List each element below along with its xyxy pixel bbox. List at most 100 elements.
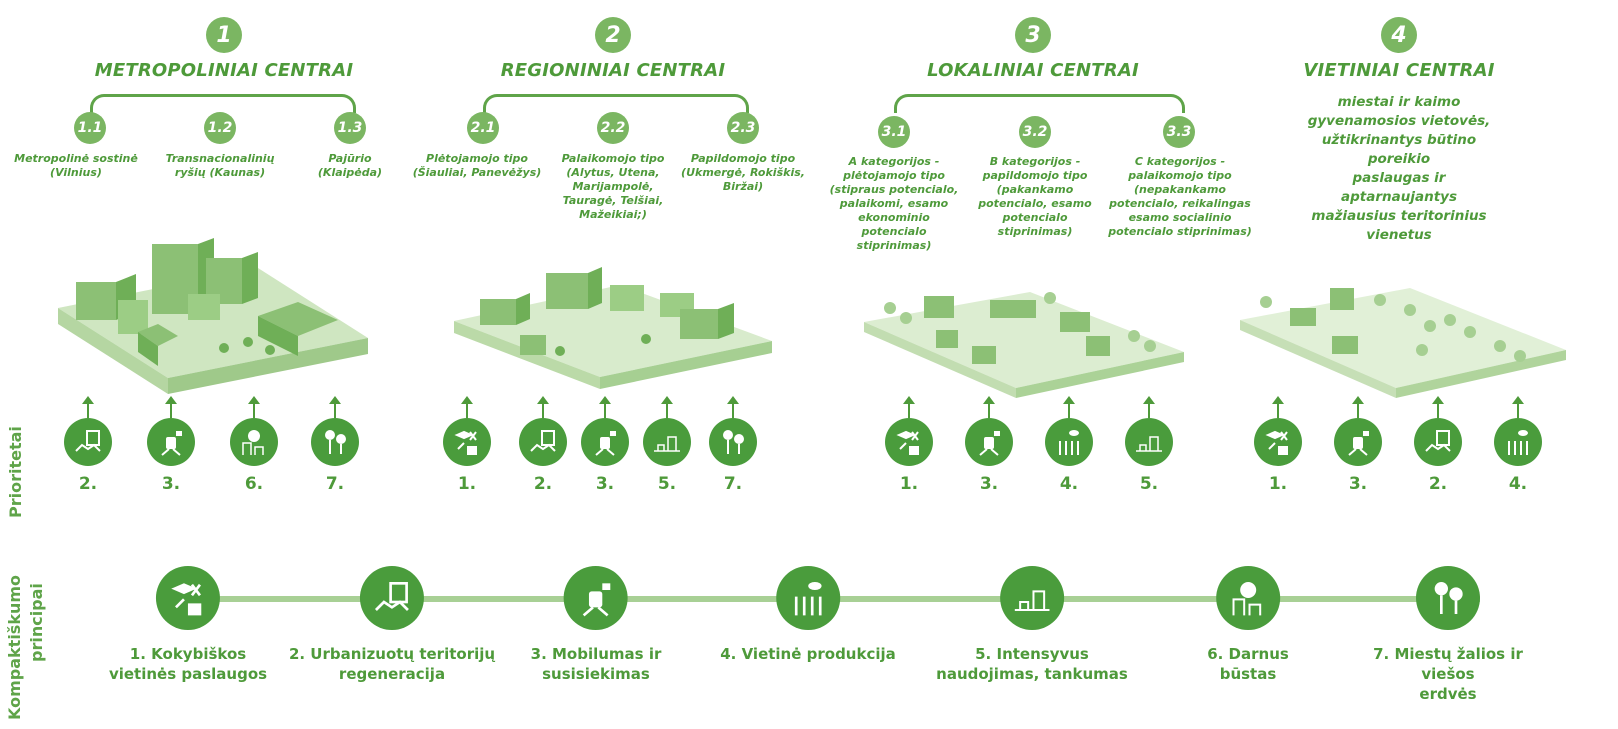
up-arrow-icon [229,396,279,418]
principle-item: 4. Vietinė produkcija [720,566,896,664]
principle-item: 7. Miestų žalios ir viešos erdvės [1363,566,1533,704]
principle-item: 2. Urbanizuotų teritorijų regeneracija [289,566,495,684]
priority-number: 7. [723,474,743,494]
sub-1-1-number: 1.1 [74,112,106,144]
sub-3-2-number: 3.2 [1019,116,1051,148]
sub-3-1-number: 3.1 [878,116,910,148]
priority-icon [1414,418,1462,466]
priority-item: 3. [580,396,630,494]
sub-2-2-text: Palaikomojo tipo (Alytus, Utena, Marijam… [561,152,665,221]
priority-item: 6. [229,396,279,494]
sub-3-2-text: B kategorijos - papildomojo tipo (pakank… [978,155,1092,238]
priority-icon [643,418,691,466]
principle-label: 2. Urbanizuotų teritorijų regeneracija [288,645,496,683]
priority-icon [64,418,112,466]
sub-1-1-text: Metropolinė sostinė (Vilnius) [14,152,138,179]
up-arrow-icon [1333,396,1383,418]
priority-icon [1254,418,1302,466]
principle-item: 3. Mobilumas ir susisiekimas [530,566,662,684]
priority-icon [709,418,757,466]
priority-item: 1. [1253,396,1303,494]
up-arrow-icon [1044,396,1094,418]
group-2-bracket [483,94,749,113]
group-2-number: 2 [595,17,631,53]
principles-row-label-line2: principai [27,583,46,662]
priority-item: 4. [1044,396,1094,494]
housing-icon [1216,566,1280,630]
principles-row-label-line1: Kompaktiškumo [5,574,24,720]
group-1-number: 1 [206,17,242,53]
group-4-description: miestai ir kaimo gyvenamosios vietovės, … [1307,94,1491,243]
priority-item: 7. [708,396,758,494]
priority-icon [1494,418,1542,466]
sub-1-3-text: Pajūrio (Klaipėda) [317,152,383,179]
services-icon [155,566,220,630]
principle-label: 4. Vietinė produkcija [720,645,896,663]
regional-city-illustration [454,267,772,389]
priority-item: 1. [442,396,492,494]
up-arrow-icon [1253,396,1303,418]
sub-2-1-text: Plėtojamojo tipo (Šiauliai, Panevėžys) [412,152,542,179]
priority-item: 2. [63,396,113,494]
mobility-icon [563,566,628,630]
priorities-row-label: Prioritetai [6,426,25,518]
priority-icon [581,418,629,466]
sub-3-3-number: 3.3 [1163,116,1195,148]
group-2-title: REGIONINIAI CENTRAI [500,60,726,81]
priority-icon [885,418,933,466]
sub-2-3-text: Papildomojo tipo (Ukmergė, Rokiškis, Bir… [681,152,805,193]
priority-icon [1045,418,1093,466]
principle-item: 6. Darnus būstas [1207,566,1289,684]
priority-number: 5. [1139,474,1159,494]
sub-1-2-number: 1.2 [204,112,236,144]
sub-3-3-text: C kategorijos - palaikomojo tipo (nepaka… [1108,155,1252,238]
group-3-number: 3 [1015,17,1051,53]
up-arrow-icon [964,396,1014,418]
priority-number: 6. [244,474,264,494]
priority-icon [311,418,359,466]
priority-icon [1334,418,1382,466]
principle-label: 1. Kokybiškos vietinės paslaugos [108,645,268,683]
up-arrow-icon [310,396,360,418]
priority-icon [965,418,1013,466]
sub-3-1-text: A kategorijos - plėtojamojo tipo (stipra… [829,155,959,252]
regeneration-icon [360,566,424,630]
priority-number: 1. [899,474,919,494]
priority-item: 7. [310,396,360,494]
priority-icon [1125,418,1173,466]
priority-icon [230,418,278,466]
sub-1-2-text: Transnacionalinių ryšių (Kaunas) [165,152,275,179]
metropolitan-city-illustration [58,238,368,394]
priority-item: 3. [146,396,196,494]
village-illustration [1240,288,1566,398]
priority-item: 5. [1124,396,1174,494]
up-arrow-icon [580,396,630,418]
principle-item: 5. Intensyvus naudojimas, tankumas [936,566,1128,684]
density-icon [1000,566,1064,630]
principle-label: 6. Darnus būstas [1207,645,1289,683]
group-4-title: VIETINIAI CENTRAI [1303,60,1495,81]
up-arrow-icon [1413,396,1463,418]
group-3-title: LOKALINIAI CENTRAI [927,60,1139,81]
priority-icon [147,418,195,466]
principle-label: 7. Miestų žalios ir viešos erdvės [1373,645,1523,703]
group-1-bracket [90,94,356,113]
up-arrow-icon [1493,396,1543,418]
sub-2-3-number: 2.3 [727,112,759,144]
priority-item: 4. [1493,396,1543,494]
principle-item: 1. Kokybiškos vietinės paslaugos [109,566,267,684]
sub-2-1-number: 2.1 [467,112,499,144]
priority-item: 3. [1333,396,1383,494]
local-production-icon [775,566,840,630]
group-1-title: METROPOLINIAI CENTRAI [94,60,354,81]
green-space-icon [1416,566,1480,630]
principle-label: 3. Mobilumas ir susisiekimas [530,645,662,683]
priority-number: 7. [325,474,345,494]
up-arrow-icon [63,396,113,418]
priority-item: 5. [642,396,692,494]
sub-2-2-number: 2.2 [597,112,629,144]
priority-number: 3. [1348,474,1368,494]
priority-item: 3. [964,396,1014,494]
priority-number: 5. [657,474,677,494]
priority-number: 2. [533,474,553,494]
